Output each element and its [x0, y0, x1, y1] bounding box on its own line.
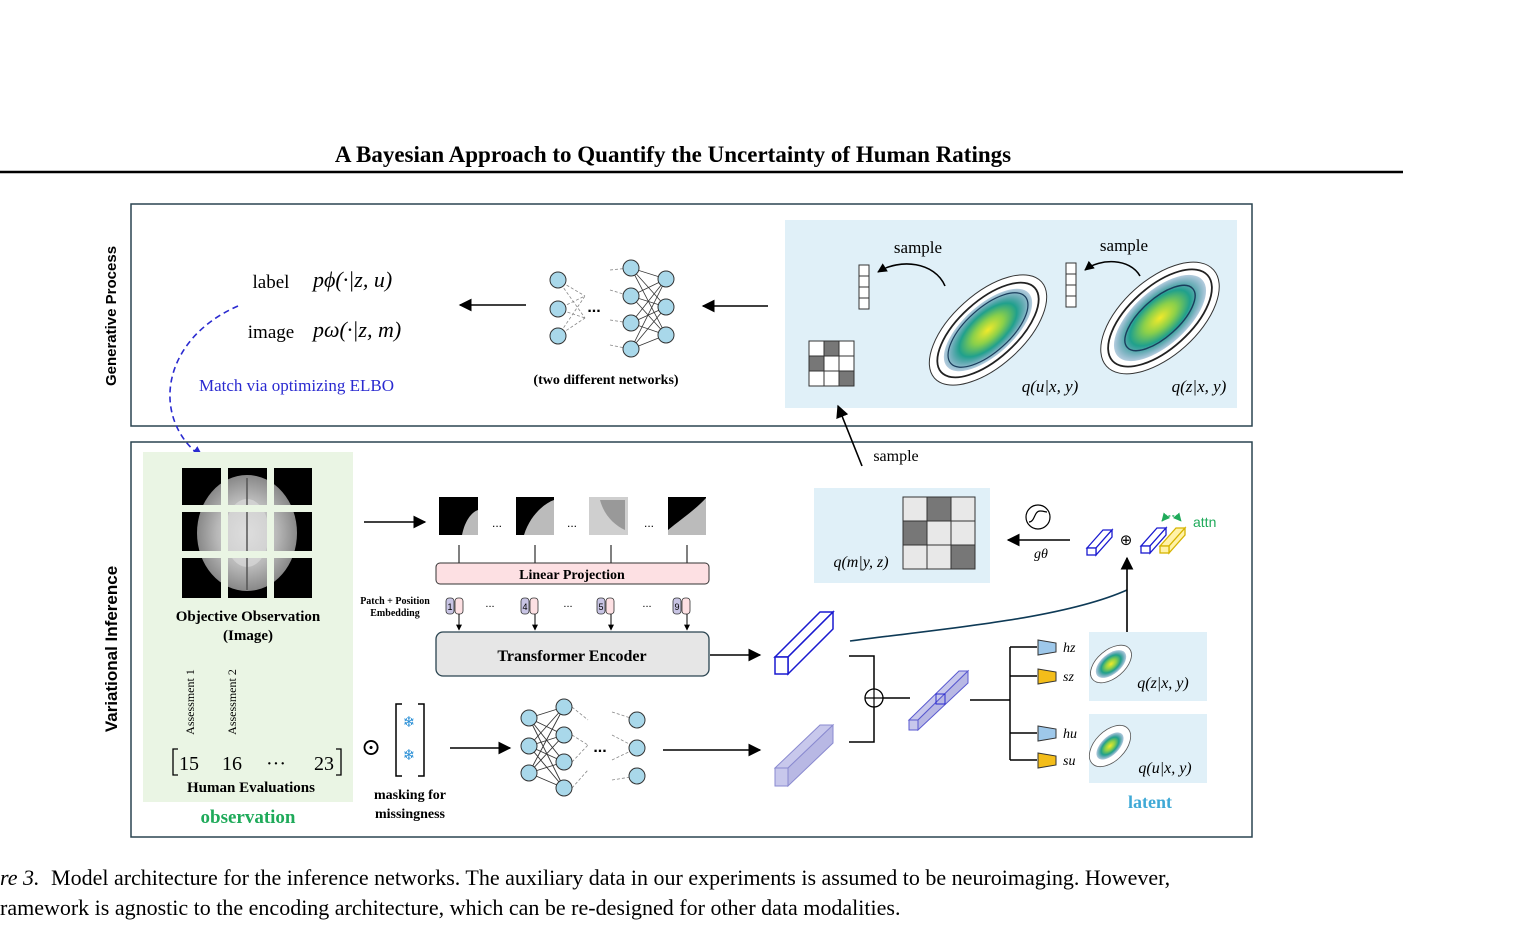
s-u-label: su [1063, 754, 1075, 769]
sample-arrow-right [1084, 260, 1141, 277]
token-dots-3: ... [642, 598, 651, 610]
sigmoid-icon [1025, 504, 1051, 530]
image-patches [439, 497, 706, 535]
rating-embedding-cuboid [773, 723, 835, 788]
masking-line1: masking for [374, 788, 446, 803]
patch-tokens [445, 597, 691, 615]
gaussian-u-small [1088, 724, 1132, 768]
mask-vector [395, 703, 425, 777]
human-evaluations-label: Human Evaluations [187, 780, 315, 796]
patch-token-1: 1 [447, 602, 452, 612]
rating-network [520, 698, 646, 797]
attn-label: attn [1193, 514, 1216, 530]
gaussian-z-large [1100, 261, 1220, 375]
elbo-dashed-arrow [169, 305, 239, 459]
generative-networks [549, 259, 675, 358]
u-sample-vector [858, 264, 870, 310]
z-sample-vector [1065, 262, 1077, 308]
latent-label: latent [1128, 792, 1172, 812]
snowflake-icon-1: ❄ [403, 714, 416, 731]
generative-section-label: Generative Process [103, 246, 120, 386]
observation-label: observation [201, 807, 296, 828]
caption-lead: re 3. [0, 865, 40, 890]
sample-arrow-left [877, 263, 946, 287]
q-z-label-top: q(z|x, y) [1172, 377, 1227, 396]
attention-tokens [1085, 526, 1187, 557]
sample-label-inference: sample [873, 448, 918, 465]
h-u-label: hu [1063, 727, 1077, 742]
generative-frame [130, 203, 1253, 427]
g-theta-label: gθ [1034, 547, 1048, 562]
sample-label-left: sample [894, 238, 942, 257]
patch-dots-1: ... [492, 516, 502, 530]
token-dots-2: ... [563, 598, 572, 610]
linear-projection-label: Linear Projection [519, 568, 625, 583]
q-z-label-bottom: q(z|x, y) [1137, 675, 1188, 692]
label-word: label [253, 272, 290, 293]
s-z-label: sz [1063, 670, 1074, 685]
caption-line2: ramework is agnostic to the encoding arc… [0, 895, 900, 920]
sample-arrow-up [836, 404, 863, 467]
masking-line2: missingness [375, 807, 446, 822]
transformer-encoder-box [435, 631, 710, 677]
gaussian-u-large [928, 274, 1048, 386]
latent-branches [970, 646, 1037, 761]
q-u-label-top: q(u|x, y) [1022, 377, 1079, 396]
human-evaluation-vector: 15 16 ··· 23 [172, 748, 342, 776]
attn-arrow [1161, 512, 1182, 522]
patch-connectors [458, 545, 688, 563]
rating-network-ellipsis: ... [593, 739, 606, 756]
patch-embedding-line1: Patch + Position [360, 596, 430, 607]
image-formula: pω(·|z, m) [311, 317, 401, 342]
vector-value-2: 16 [222, 753, 242, 775]
networks-ellipsis: ... [587, 299, 600, 316]
image-to-attention-curve [849, 589, 1128, 642]
q-u-label-bottom: q(u|x, y) [1138, 760, 1191, 777]
running-title: A Bayesian Approach to Quantify the Unce… [335, 142, 1011, 167]
snowflake-icon-2: ❄ [403, 747, 416, 764]
assessment-1-label: Assessment 1 [183, 669, 197, 735]
image-word: image [248, 322, 294, 343]
patch-token-5: 5 [598, 602, 603, 612]
caption-text-1: Model architecture for the inference net… [51, 865, 1170, 890]
q-m-label: q(m|y, z) [833, 554, 888, 571]
vector-value-4: 23 [314, 753, 334, 775]
patch-token-4: 4 [522, 602, 527, 612]
patch-token-9: 9 [674, 602, 679, 612]
caption-line1: re 3. Model architecture for the inferen… [0, 865, 1170, 890]
vector-value-1: 15 [179, 753, 199, 775]
transformer-encoder-label: Transformer Encoder [497, 648, 646, 665]
patch-dots-3: ... [644, 516, 654, 530]
elbo-match-text: Match via optimizing ELBO [199, 376, 394, 395]
h-z-label: hz [1063, 641, 1076, 656]
gaussian-z-small [1090, 644, 1132, 684]
image-embedding-cuboid [773, 610, 835, 676]
label-formula: pϕ(·|z, u) [311, 267, 392, 292]
odot-symbol: ⊙ [361, 735, 381, 761]
patch-dots-2: ... [567, 516, 577, 530]
brain-patch-grid [182, 468, 312, 598]
objective-title-line1: Objective Observation [176, 609, 321, 625]
mask-grid-large [902, 496, 976, 570]
latent-heads [1037, 639, 1057, 769]
token-arrows [456, 614, 690, 631]
objective-title-line2: (Image) [223, 628, 273, 644]
networks-caption: (two different networks) [533, 373, 678, 388]
patch-embedding-line2: Embedding [370, 608, 419, 619]
linear-projection-box [435, 562, 710, 585]
attention-oplus: ⊕ [1120, 532, 1133, 549]
assessment-2-label: Assessment 2 [225, 669, 239, 735]
inference-frame [130, 441, 1253, 838]
joint-embedding-cuboid [907, 669, 970, 732]
sample-label-right: sample [1100, 236, 1148, 255]
inference-section-label: Variational Inference [102, 566, 121, 732]
token-dots-1: ... [485, 598, 494, 610]
mask-grid-small [808, 340, 855, 387]
vector-value-3: ··· [266, 753, 286, 775]
